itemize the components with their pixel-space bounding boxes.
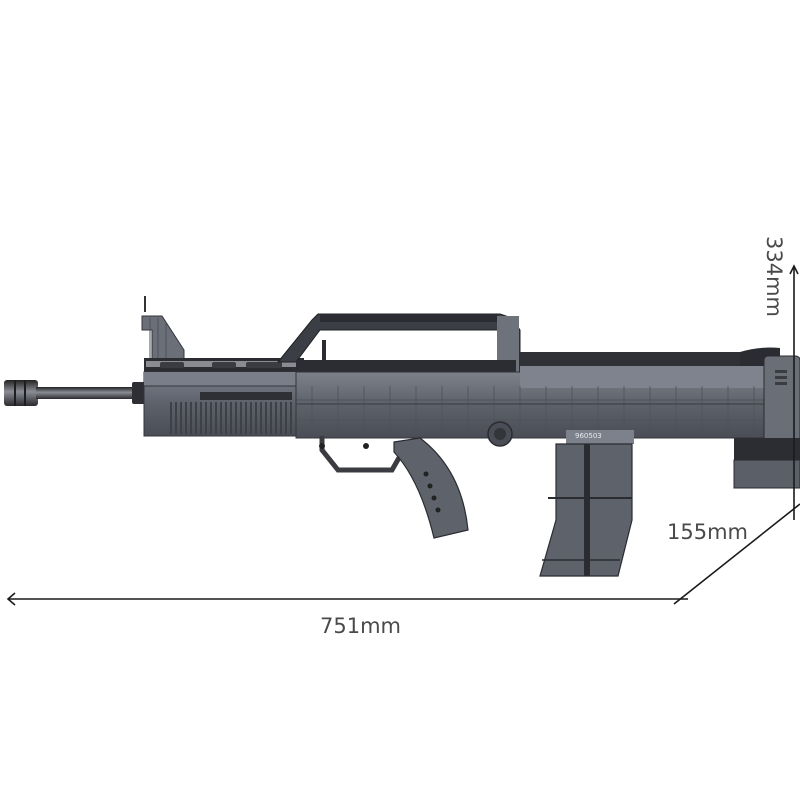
barrel bbox=[36, 387, 136, 399]
length-label: 751mm bbox=[320, 614, 401, 638]
handguard bbox=[143, 371, 297, 437]
dimension-lines bbox=[6, 264, 800, 606]
model-plate bbox=[566, 430, 634, 444]
height-label: 334mm bbox=[762, 236, 786, 317]
muzzle-brake bbox=[4, 380, 38, 406]
model-number: 960503 bbox=[575, 432, 602, 440]
rear-top-rail bbox=[520, 352, 760, 366]
front-sight bbox=[141, 296, 185, 361]
trigger-guard bbox=[319, 436, 403, 473]
upper-rail bbox=[296, 360, 516, 372]
magazine bbox=[539, 443, 633, 577]
buttstock-end bbox=[733, 355, 800, 489]
barrel-collar bbox=[132, 382, 146, 404]
depth-label: 155mm bbox=[667, 520, 748, 544]
receiver-body bbox=[295, 366, 767, 439]
pistol-grip bbox=[393, 437, 469, 539]
